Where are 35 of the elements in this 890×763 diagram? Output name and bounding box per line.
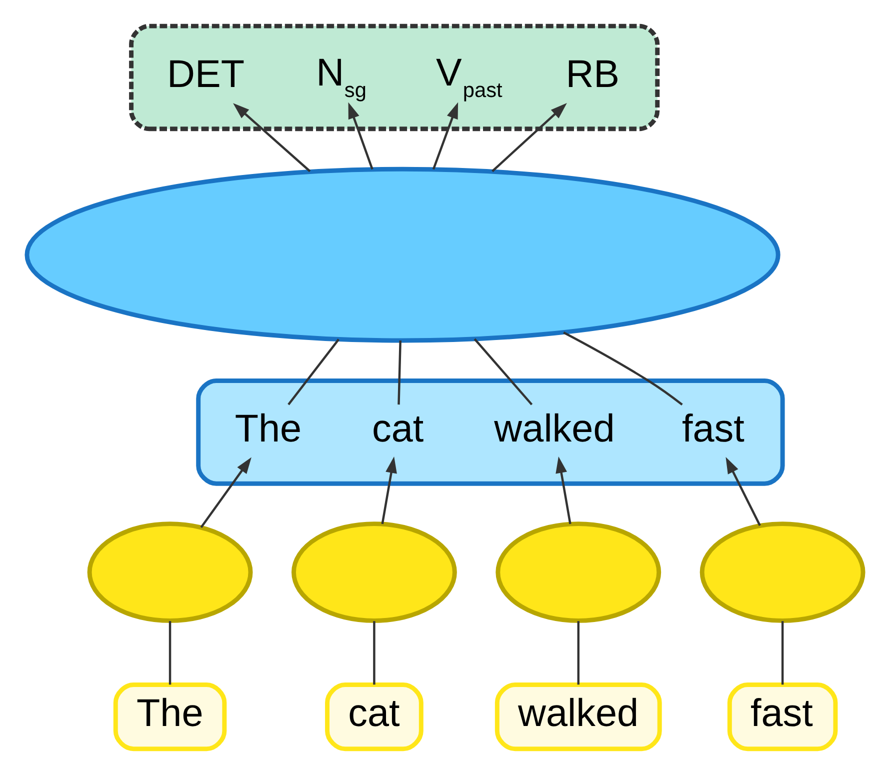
node-text: V$_{past}$ [436, 51, 502, 102]
arrow [200, 457, 252, 528]
node-cloud [496, 522, 662, 623]
node-box: The [113, 682, 227, 752]
connector [288, 338, 340, 406]
node-cloud [292, 522, 457, 623]
node-text: The [234, 408, 302, 451]
arrow [432, 102, 458, 170]
connector [563, 332, 683, 406]
arrow [348, 102, 374, 170]
arrow [556, 456, 572, 524]
node-text: walked [494, 408, 615, 451]
connector [373, 621, 376, 685]
node-cloud [700, 522, 866, 623]
node-text: DET [167, 52, 245, 96]
connector [781, 621, 784, 685]
node-box: cat [325, 682, 424, 752]
node-text: fast [682, 408, 744, 451]
node-box: walked [494, 682, 662, 752]
connector [577, 621, 580, 685]
connector [168, 621, 172, 685]
arrow [233, 103, 311, 172]
node-text: RB [566, 52, 620, 96]
node-cloud [24, 166, 780, 343]
node-text: cat [372, 408, 424, 451]
cluster [196, 378, 785, 486]
arrow [726, 457, 761, 526]
connector [474, 338, 533, 406]
arrow [381, 456, 397, 524]
node-text: N$_{sg}$ [316, 51, 366, 102]
node-cloud [87, 522, 253, 623]
arrow [492, 103, 567, 172]
connector [398, 340, 402, 405]
node-box: fast [727, 682, 838, 752]
cluster [129, 24, 660, 132]
